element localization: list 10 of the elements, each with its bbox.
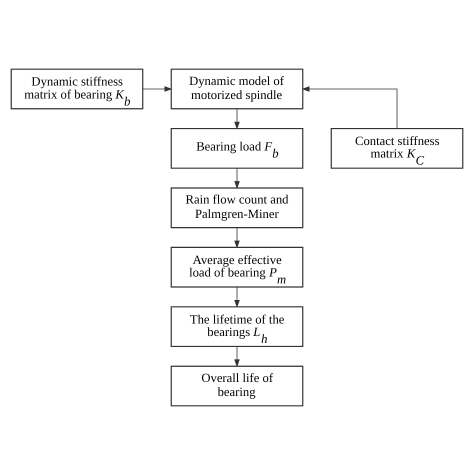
arrow [142, 86, 172, 92]
arrow [302, 86, 398, 128]
node-box: Rain flow count and Palmgren-Miner [170, 186, 304, 228]
arrow [234, 346, 240, 367]
arrow [234, 286, 240, 308]
arrow [234, 227, 240, 248]
node-box: Dynamic model of motorized spindle [170, 68, 304, 109]
node-box: Overall life of bearing [170, 365, 304, 406]
arrow [234, 168, 240, 189]
arrow [234, 108, 240, 130]
